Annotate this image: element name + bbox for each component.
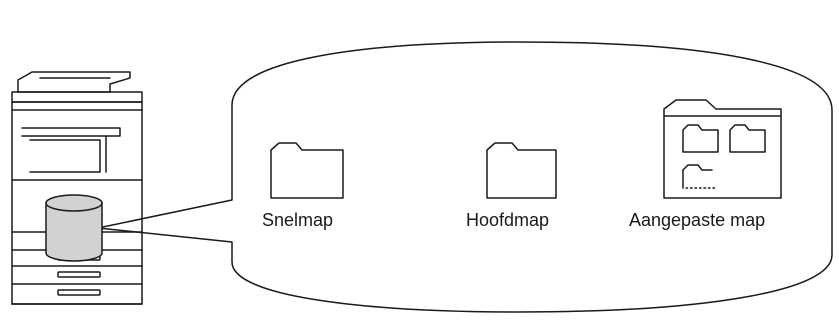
folder-icon-snelmap	[270, 142, 344, 199]
folder-label-hoofdmap: Hoofdmap	[466, 210, 550, 230]
folder-icon-hoofdmap	[486, 142, 557, 199]
printer-icon	[11, 71, 143, 305]
folder-label-aangepaste-map: Aangepaste map	[629, 210, 766, 230]
folder-label-snelmap: Snelmap	[262, 210, 334, 230]
callout-bubble	[97, 41, 833, 313]
storage-disk-icon	[45, 194, 103, 262]
custom-folder-icon	[663, 99, 782, 199]
